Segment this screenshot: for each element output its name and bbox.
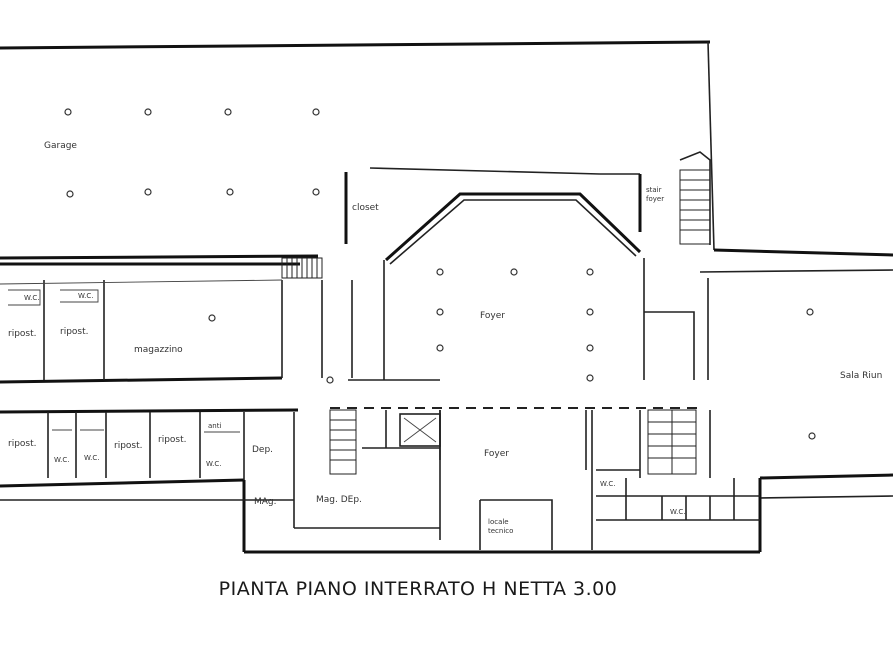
label-sala-riunioni: Sala Riun — [840, 371, 882, 381]
label-ripost-3: ripost. — [8, 439, 37, 449]
label-wc-row: W.C. — [670, 508, 685, 516]
label-wc-5: W.C. — [206, 460, 221, 468]
label-dep: Dep. — [252, 445, 273, 455]
label-wc-4: W.C. — [84, 454, 99, 462]
label-mag-dep: Mag. DEp. — [316, 495, 362, 505]
central-foyer — [330, 192, 709, 409]
left-upper-rooms — [0, 262, 323, 384]
label-mag: MAg. — [254, 497, 277, 507]
label-antibagno: anti — [208, 422, 221, 430]
label-ripost-5: ripost. — [158, 435, 187, 445]
label-ripost-1: ripost. — [8, 329, 37, 339]
label-foyer-upper: Foyer — [480, 311, 505, 321]
label-foyer-lower: Foyer — [484, 449, 509, 459]
label-wc-3: W.C. — [54, 456, 69, 464]
lower-right-rooms — [596, 410, 760, 521]
lower-center-rooms — [362, 410, 593, 550]
label-ripost-2: ripost. — [60, 327, 89, 337]
label-garage: Garage — [44, 141, 77, 151]
left-lower-rooms — [0, 408, 441, 540]
label-magazzino: magazzino — [134, 345, 183, 355]
label-wc-lower-right: W.C. — [600, 480, 615, 488]
label-ripost-4: ripost. — [114, 441, 143, 451]
label-closet: closet — [352, 203, 379, 213]
stairs — [281, 169, 711, 475]
outer-walls — [0, 40, 893, 554]
columns — [64, 108, 816, 440]
label-wc-2: W.C. — [78, 292, 93, 300]
plan-caption: PIANTA PIANO INTERRATO H NETTA 3.00 — [218, 578, 618, 600]
label-wc-1: W.C. — [24, 294, 39, 302]
